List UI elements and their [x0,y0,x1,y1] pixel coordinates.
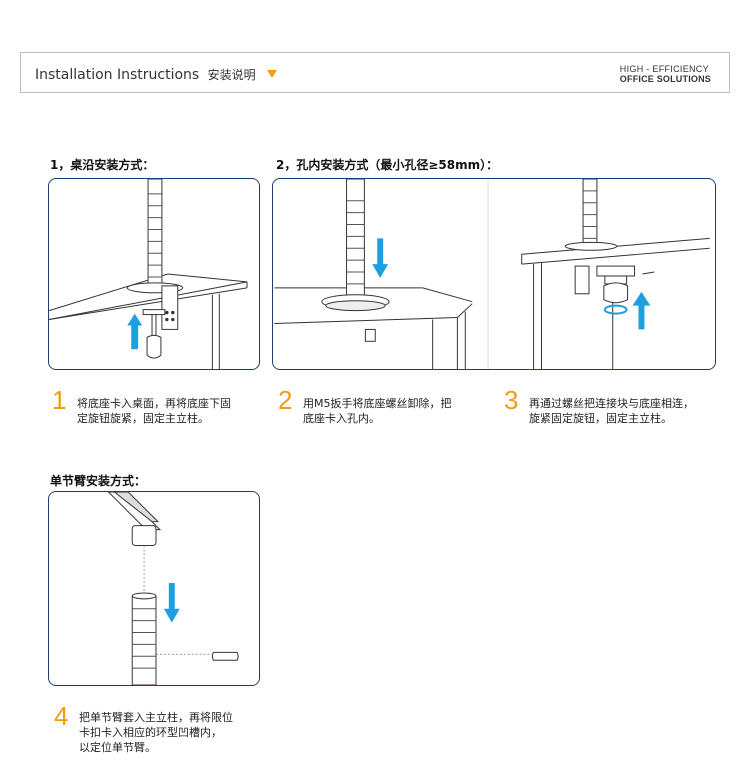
step-1-number: 1 [52,385,67,415]
step-4-line-2: 卡扣卡入相应的环型凹槽内， [79,726,222,739]
step-3-number: 3 [504,385,519,415]
edge-mount-drawing [49,179,248,369]
section-single-arm: 单节臂安装方式： [50,474,147,488]
brand-line-2: OFFICE SOLUTIONS [619,74,711,84]
step-4-number: 4 [54,701,69,731]
title-cn: 安装说明 [207,68,256,82]
illustration-hole-mount [272,178,716,370]
step-4-line-1: 把单节臂套入主立柱，再将限位 [79,711,233,724]
step-1-line-2: 定旋钮旋紧，固定主立柱。 [77,412,209,425]
step-2-number: 2 [278,385,293,415]
step-3: 3 再通过螺丝把连接块与底座相连， 旋紧固定旋钮，固定主立柱。 [504,386,734,434]
header-bar: Installation Instructions 安装说明 HIGH - EF… [20,52,730,93]
step-3-line-2: 旋紧固定旋钮，固定主立柱。 [529,412,672,425]
brand-line-1: HIGH - EFFICIENCY [619,64,709,74]
step-2: 2 用M5扳手将底座螺丝卸除，把 底座卡入孔内。 [278,386,493,434]
section-hole-mount: 2，孔内安装方式（最小孔径≥58mm）： [276,158,499,172]
step-2-line-1: 用M5扳手将底座螺丝卸除，把 [303,397,452,410]
section-edge-mount: 1，桌沿安装方式： [50,158,155,172]
illustration-single-arm [48,491,260,686]
step-2-line-2: 底座卡入孔内。 [303,412,380,425]
hole-mount-drawing [274,179,710,369]
single-arm-drawing [107,492,239,685]
step-4-text: 把单节臂套入主立柱，再将限位 卡扣卡入相应的环型凹槽内， 以定位单节臂。 [79,710,274,755]
dropdown-arrow-icon[interactable] [267,70,278,78]
step-1: 1 将底座卡入桌面，再将底座下固 定旋钮旋紧，固定主立柱。 [52,386,267,434]
title-en: Installation Instructions [35,67,200,83]
step-2-text: 用M5扳手将底座螺丝卸除，把 底座卡入孔内。 [303,396,493,426]
step-3-line-1: 再通过螺丝把连接块与底座相连， [529,397,694,410]
step-4: 4 把单节臂套入主立柱，再将限位 卡扣卡入相应的环型凹槽内， 以定位单节臂。 [54,702,274,762]
illustration-edge-mount [48,178,260,370]
step-4-line-3: 以定位单节臂。 [79,741,156,754]
brand-tagline: HIGH - EFFICIENCY OFFICE SOLUTIONS [620,64,711,84]
step-1-text: 将底座卡入桌面，再将底座下固 定旋钮旋紧，固定主立柱。 [77,396,267,426]
step-1-line-1: 将底座卡入桌面，再将底座下固 [77,397,231,410]
step-3-text: 再通过螺丝把连接块与底座相连， 旋紧固定旋钮，固定主立柱。 [529,396,734,426]
page-title: Installation Instructions 安装说明 [35,66,278,83]
